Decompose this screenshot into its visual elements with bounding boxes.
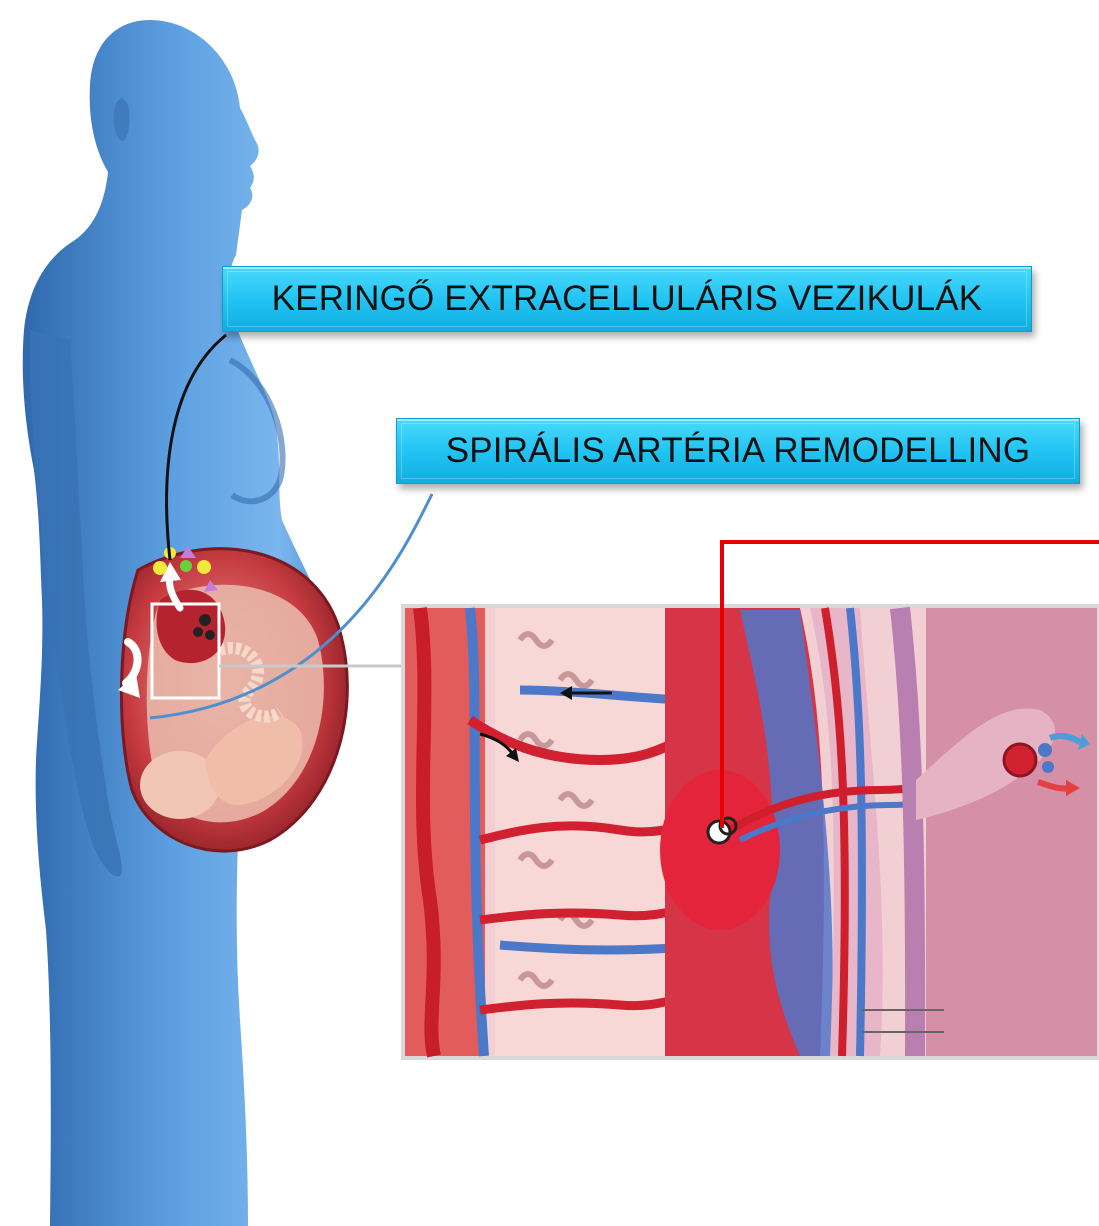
vesicle-yellow <box>153 561 167 575</box>
placenta-detail-inset <box>403 606 1099 1058</box>
umbilical-vein-section <box>1038 743 1052 757</box>
umbilical-vein-section <box>1042 761 1054 773</box>
vesicle-yellow <box>197 560 211 574</box>
vessel-dot <box>205 630 215 640</box>
label-sa-text: SPIRÁLIS ARTÉRIA REMODELLING <box>446 431 1031 471</box>
vessel-dot <box>193 627 203 637</box>
umbilical-artery-section <box>1004 744 1036 776</box>
label-ev-text: KERINGŐ EXTRACELLULÁRIS VEZIKULÁK <box>272 279 983 319</box>
label-circulating-extracellular-vesicles: KERINGŐ EXTRACELLULÁRIS VEZIKULÁK <box>222 266 1032 332</box>
label-spiral-artery-remodelling: SPIRÁLIS ARTÉRIA REMODELLING <box>396 418 1080 484</box>
vessel-dot <box>199 614 211 626</box>
vesicle-green <box>180 560 192 572</box>
amniotic-cavity <box>926 608 1097 1056</box>
